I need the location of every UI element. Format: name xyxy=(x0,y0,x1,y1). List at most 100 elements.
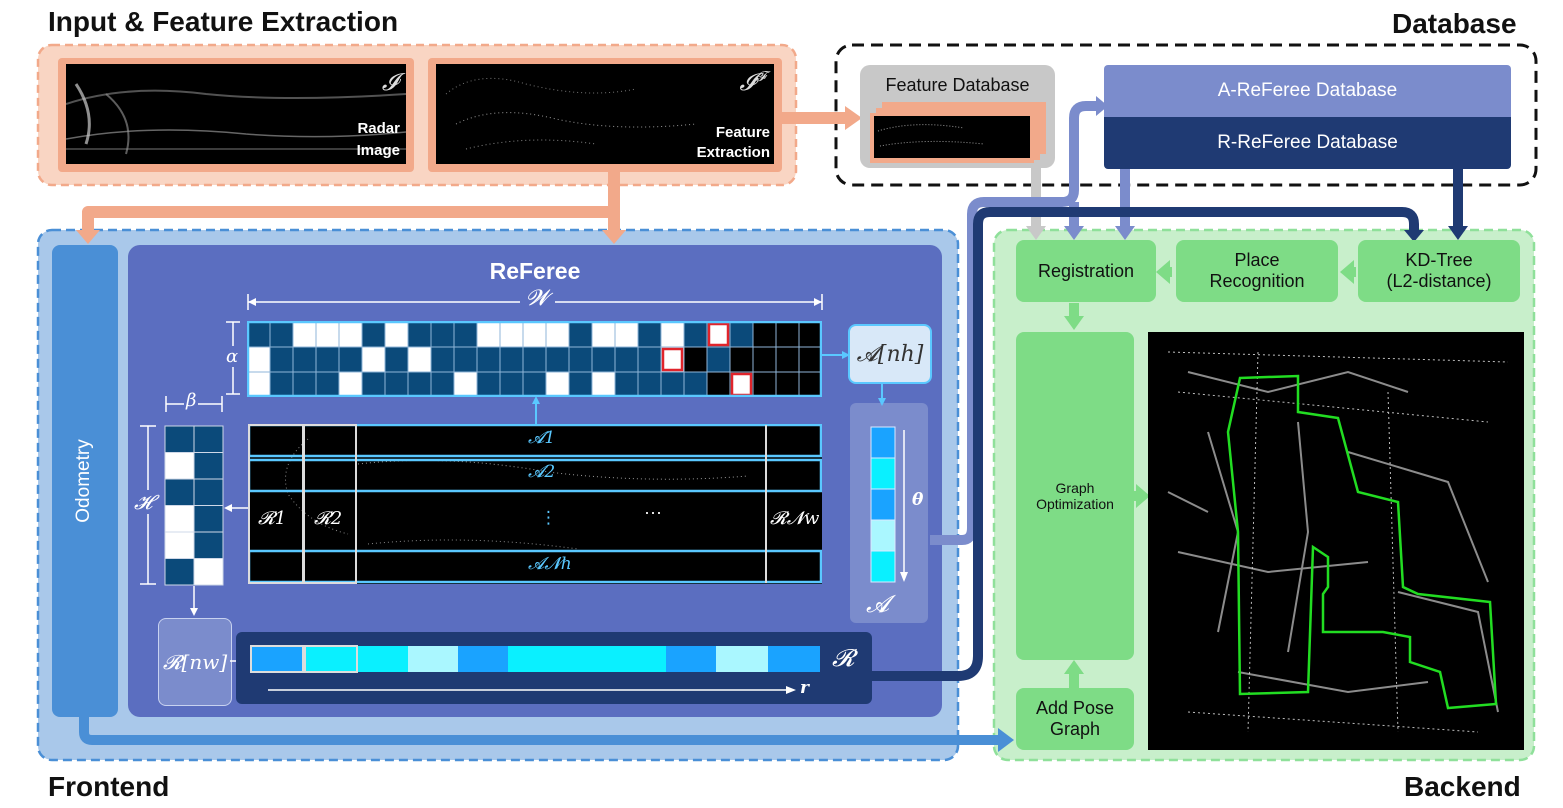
a-nh-label: 𝓐[nh] xyxy=(856,341,924,367)
a-grid-cell xyxy=(545,321,570,348)
r-axis-arrow xyxy=(268,686,796,694)
a-grid-cell xyxy=(637,371,662,397)
a-grid-cell xyxy=(292,346,317,373)
a-grid-cell xyxy=(545,371,570,397)
r-grid-cell xyxy=(193,452,224,480)
theta-symbol: θ xyxy=(912,490,924,510)
r-vector-cell xyxy=(768,646,820,672)
a-grid-cell xyxy=(683,346,708,373)
a-grid-cell xyxy=(292,371,317,397)
database-region xyxy=(834,43,1538,187)
r-vector-cell xyxy=(716,646,768,672)
r-grid-cell xyxy=(193,425,224,453)
a-grid-cell xyxy=(499,321,524,348)
a-grid-cell xyxy=(614,321,639,348)
arrow-strips-to-rgrid xyxy=(224,504,250,512)
r-vector-cell xyxy=(666,646,716,672)
r-nw-label: 𝓡[nw] xyxy=(162,650,228,674)
alpha-symbol: α xyxy=(226,346,239,367)
feature-strips-image: 𝓐1 𝓐2 ⋮ 𝓐𝓝h 𝓡1 𝓡2 ··· 𝓡𝓝w xyxy=(248,424,822,584)
odometry-bar xyxy=(52,245,118,717)
a-grid-cell xyxy=(637,346,662,373)
anh-label: 𝓐𝓝h xyxy=(528,554,572,574)
a-grid-cell xyxy=(430,346,455,373)
a-grid-cell xyxy=(361,321,386,348)
arrow-odometry-to-addpose xyxy=(79,717,1000,745)
a-grid-cell xyxy=(499,371,524,397)
a-grid-cell xyxy=(729,321,754,348)
a-grid-cell xyxy=(407,371,432,397)
a-grid-cell xyxy=(292,321,317,348)
graph-optimization-box: Graph Optimization xyxy=(1016,332,1134,660)
odometry-label: Odometry xyxy=(73,439,94,523)
a-vector-cell xyxy=(870,488,896,521)
section-title-frontend: Frontend xyxy=(48,771,170,802)
a-vector xyxy=(870,426,896,583)
r1-label: 𝓡1 xyxy=(258,508,287,529)
a-grid-cell xyxy=(591,371,616,397)
a-vector-cell xyxy=(870,519,896,552)
a-grid-cell xyxy=(683,321,708,348)
r-vector-highlight xyxy=(304,645,358,673)
a-referee-database: A-ReFeree Database xyxy=(1104,65,1511,117)
r-grid-cell xyxy=(164,425,195,453)
a-grid-cell xyxy=(430,371,455,397)
theta-arrow xyxy=(900,430,908,582)
a-grid-cell xyxy=(384,321,409,348)
a-grid-cell xyxy=(476,321,501,348)
a-grid-cell xyxy=(430,321,455,348)
a-grid-cell xyxy=(269,321,294,348)
a-grid-cell xyxy=(752,371,777,397)
a-grid-cell xyxy=(269,371,294,397)
section-title-backend: Backend xyxy=(1404,771,1521,802)
a-grid-cell xyxy=(568,371,593,397)
feature-symbol-sup: 𝓕 xyxy=(755,69,766,85)
a-grid-cell xyxy=(247,371,271,397)
r-grid-cell xyxy=(164,452,195,480)
a-grid-cell xyxy=(476,346,501,373)
r-vector-symbol: 𝓡 xyxy=(832,644,855,672)
r-referee-grid xyxy=(164,425,224,586)
a-grid-cell xyxy=(683,371,708,397)
add-pose-graph-label-1: Add Pose xyxy=(1035,698,1115,718)
a-grid-cell xyxy=(338,346,363,373)
r-grid-cell xyxy=(164,478,195,506)
a-grid-highlight-cell xyxy=(730,372,753,397)
a-grid-cell xyxy=(729,346,754,373)
a-vector-cell xyxy=(870,550,896,583)
place-recognition-label-1: Place xyxy=(1234,250,1280,270)
referee-title: ReFeree xyxy=(489,257,581,284)
a-grid-cell xyxy=(752,321,777,348)
a-grid-cell xyxy=(568,321,593,348)
r-axis-label: r xyxy=(800,678,809,698)
a-grid-cell xyxy=(476,371,501,397)
r-vector-cell xyxy=(508,646,666,672)
place-recognition-label-2: Recognition xyxy=(1209,271,1305,291)
a-grid-cell xyxy=(660,321,685,348)
feature-symbol: 𝓘𝓕 xyxy=(739,68,766,96)
section-title-database: Database xyxy=(1392,8,1517,39)
radar-label-1: Radar xyxy=(357,120,400,137)
a-nh-box: 𝓐[nh] xyxy=(848,324,932,384)
add-pose-graph-label-2: Graph xyxy=(1049,719,1101,739)
a-grid-cell xyxy=(637,321,662,348)
a2-label: 𝓐2 xyxy=(528,462,556,482)
a-grid-cell xyxy=(591,346,616,373)
a-grid-cell xyxy=(775,346,800,373)
graph-optimization-label-2: Optimization xyxy=(1036,496,1114,512)
radar-symbol: 𝓘 xyxy=(381,68,398,96)
a-grid-cell xyxy=(384,371,409,397)
a-grid-cell xyxy=(798,371,822,397)
r2-label: 𝓡2 xyxy=(314,508,343,529)
arrow-rgrid-to-rnw xyxy=(190,586,198,616)
registration-box: Registration xyxy=(1016,240,1156,302)
a-grid-cell xyxy=(522,346,547,373)
section-title-input: Input & Feature Extraction xyxy=(48,6,399,37)
a-grid-cell xyxy=(315,371,340,397)
a-grid-cell xyxy=(614,346,639,373)
a-grid-cell xyxy=(269,346,294,373)
a-grid-cell xyxy=(752,346,777,373)
hdots-label: ··· xyxy=(644,502,662,522)
graph-optimization-label-1: Graph xyxy=(1055,480,1095,496)
a-grid-cell xyxy=(453,371,478,397)
